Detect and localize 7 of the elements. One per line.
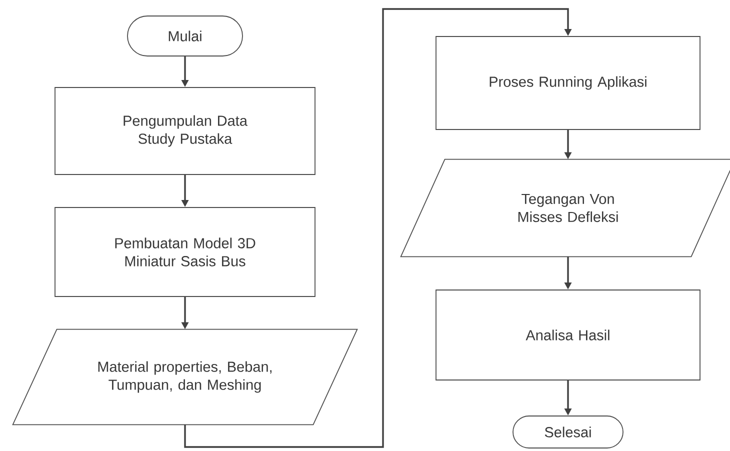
process-box: Proses Running Aplikasi [436,36,700,130]
arrow [184,8,572,448]
data-parallelogram: Tegangan Von Misses Defleksi [400,158,730,258]
data-parallelogram: Material properties, Beban, Tumpuan, dan Meshing [12,328,358,426]
process-box: Pengumpulan Data Study Pustaka [54,87,316,175]
process-box: Pembuatan Model 3D Miniatur Sasis Bus [54,207,316,297]
process-box: Analisa Hasil [436,290,700,380]
